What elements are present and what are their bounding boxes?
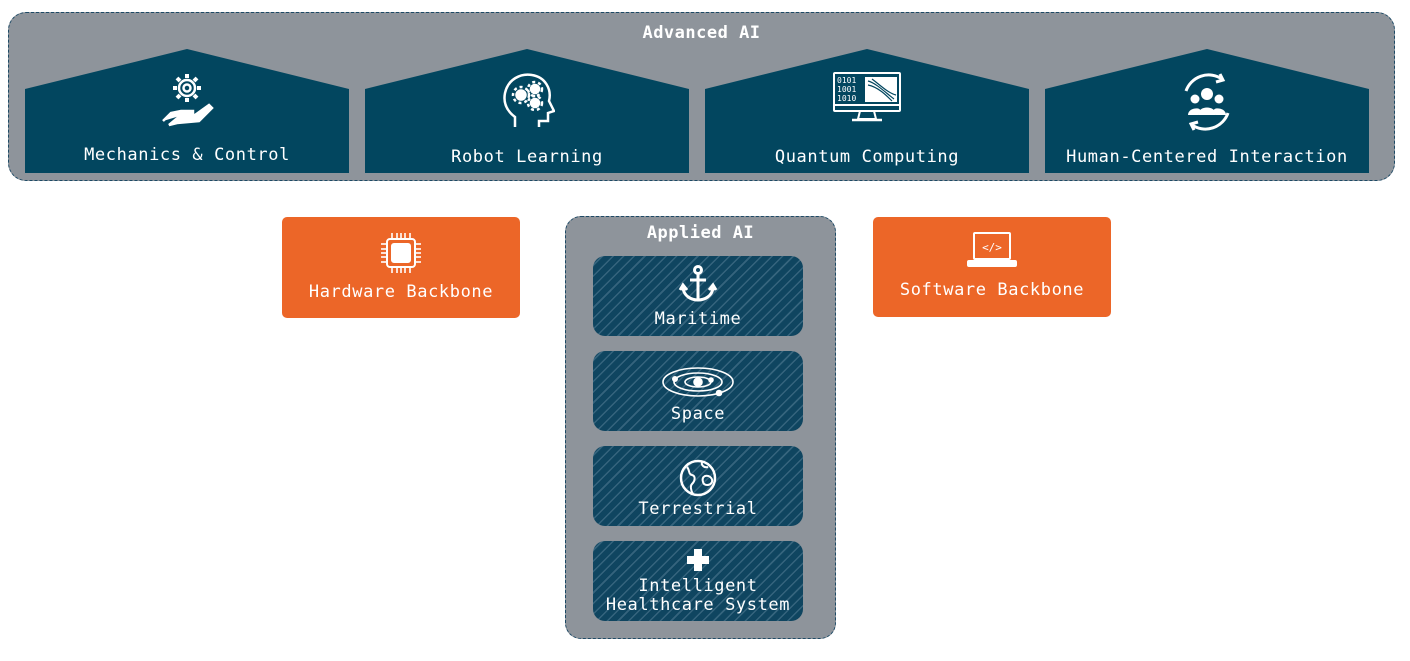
chip-icon <box>379 231 423 279</box>
svg-text:0101: 0101 <box>837 76 856 85</box>
applied-item-terrestrial: Terrestrial <box>593 446 803 526</box>
svg-text:1001: 1001 <box>837 85 856 94</box>
pillar-robot-learning: Robot Learning <box>365 49 689 173</box>
pillar-quantum-computing: 0101 1001 1010 Quantum Computing <box>705 49 1029 173</box>
hardware-backbone: Hardware Backbone <box>282 217 520 318</box>
applied-ai-panel: Applied AI Maritime <box>565 216 836 639</box>
medical-cross-icon <box>686 548 710 576</box>
hardware-backbone-label: Hardware Backbone <box>308 282 494 302</box>
advanced-ai-panel: Advanced AI Mechanics & Control <box>8 12 1395 181</box>
applied-item-label-line2: Healthcare System <box>605 595 791 615</box>
applied-item-label: Space <box>670 404 726 424</box>
applied-item-maritime: Maritime <box>593 256 803 336</box>
advanced-ai-title: Advanced AI <box>642 23 761 43</box>
applied-ai-title: Applied AI <box>646 223 755 243</box>
software-backbone-label: Software Backbone <box>899 280 1085 300</box>
applied-item-label: Maritime <box>654 309 742 329</box>
solar-system-icon <box>661 365 735 403</box>
anchor-icon <box>678 264 718 308</box>
laptop-code-icon: </> <box>966 231 1018 273</box>
pillar-human-centered-interaction: Human-Centered Interaction <box>1045 49 1369 173</box>
people-cycle-icon <box>1176 71 1238 137</box>
svg-text:1010: 1010 <box>837 94 856 103</box>
pillar-mechanics-control: Mechanics & Control <box>25 49 349 173</box>
globe-icon <box>678 458 718 502</box>
head-gears-icon <box>499 71 556 135</box>
pillar-shape <box>365 49 689 173</box>
hand-gear-icon <box>157 71 217 131</box>
svg-text:</>: </> <box>982 241 1002 254</box>
applied-item-label-line1: Intelligent <box>638 576 758 596</box>
applied-item-label: Intelligent Healthcare System <box>593 577 803 615</box>
software-backbone: </> Software Backbone <box>873 217 1111 317</box>
applied-item-healthcare: Intelligent Healthcare System <box>593 541 803 621</box>
applied-item-label: Terrestrial <box>638 499 758 519</box>
pillar-label: Human-Centered Interaction <box>1066 147 1348 167</box>
binary-monitor-icon: 0101 1001 1010 <box>832 71 902 127</box>
pillar-label: Quantum Computing <box>774 147 960 167</box>
pillar-label: Mechanics & Control <box>84 145 290 165</box>
pillar-label: Robot Learning <box>451 147 603 167</box>
applied-item-space: Space <box>593 351 803 431</box>
